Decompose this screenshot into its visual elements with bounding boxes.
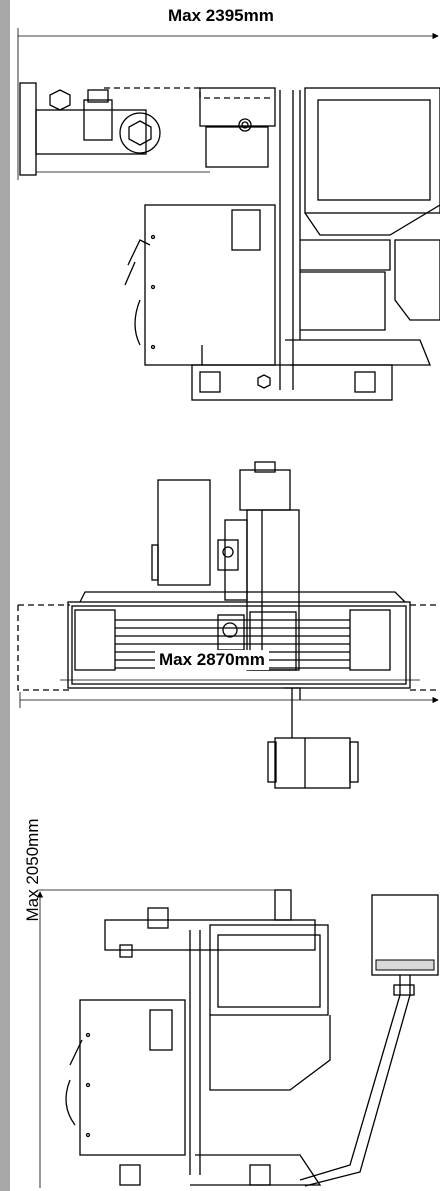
control-panel: [304, 87, 440, 214]
pendant-side: [371, 894, 439, 976]
electrical-cabinet: [144, 204, 276, 366]
pendant-front: [274, 737, 351, 789]
side-view-dimension-label: Max 2050mm: [23, 818, 42, 922]
machine-base: [191, 364, 393, 401]
motor-side: [147, 907, 169, 929]
top-view-dimension-label: Max 2395mm: [168, 6, 274, 25]
control-panel-side: [209, 924, 329, 1016]
sidebar-strip: [0, 0, 10, 1191]
side-view-drawing: [36, 889, 439, 1188]
rear-cabinet: [157, 479, 211, 586]
electrical-cabinet-side: [79, 999, 186, 1156]
front-view-drawing: [17, 461, 439, 789]
column: [246, 509, 300, 671]
machine-table: [67, 601, 411, 689]
hex-nut: [49, 89, 71, 111]
spindle-head: [205, 126, 269, 168]
arm-end: [19, 82, 37, 176]
front-view-dimension-label: Max 2870mm: [155, 650, 269, 670]
motor-block: [83, 99, 113, 141]
top-view-drawing: [17, 28, 440, 401]
